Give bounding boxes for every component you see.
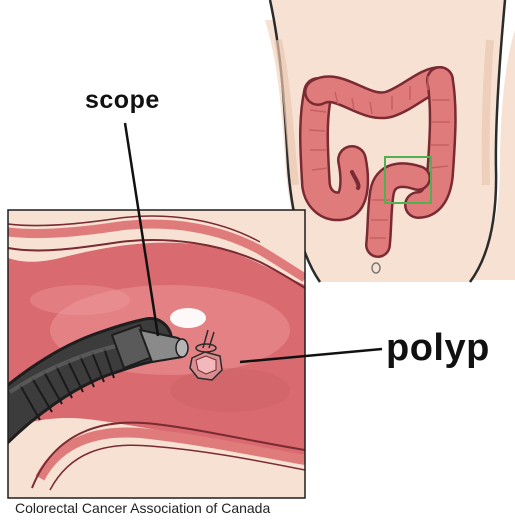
inset-colon-view [0,210,305,498]
credit-text: Colorectal Cancer Association of Canada [15,500,270,516]
light-reflection [170,308,206,328]
scope-label: scope [85,86,160,115]
polyp-label: polyp [386,327,490,370]
